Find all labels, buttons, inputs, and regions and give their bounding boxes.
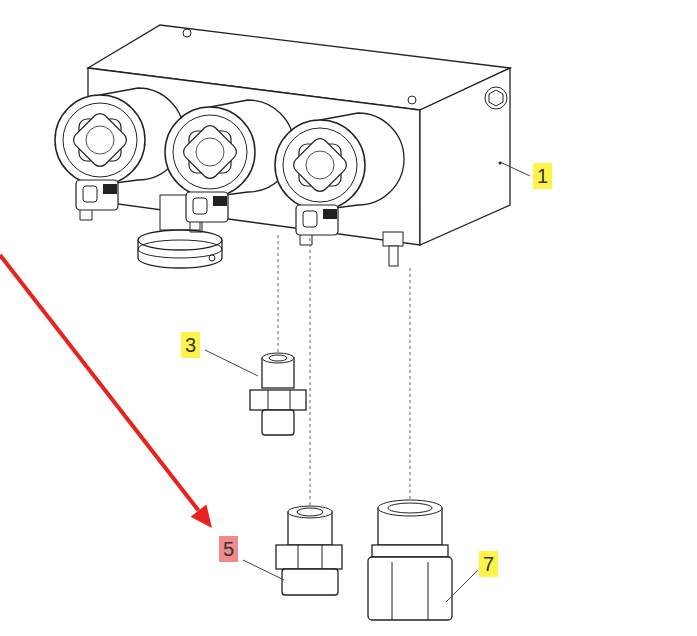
callout-number: 5 — [219, 536, 238, 562]
callout-number: 1 — [533, 163, 552, 189]
callout-number: 7 — [479, 551, 498, 577]
callout-number: 3 — [181, 332, 200, 358]
